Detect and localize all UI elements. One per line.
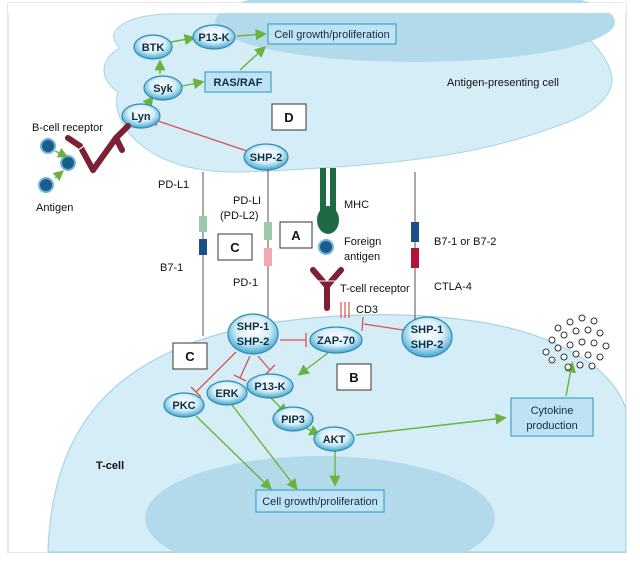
apc-label: Antigen-presenting cell — [447, 77, 559, 89]
svg-text:Lyn: Lyn — [131, 111, 150, 123]
b7-domain — [411, 222, 419, 242]
shp-right-node: SHP-1 SHP-2 — [401, 316, 453, 358]
svg-text:PIP3: PIP3 — [281, 414, 305, 426]
svg-text:ZAP-70: ZAP-70 — [317, 335, 355, 347]
svg-text:Syk: Syk — [153, 83, 173, 95]
svg-text:Cytokine: Cytokine — [531, 405, 574, 417]
svg-text:BTK: BTK — [142, 42, 165, 54]
bcell-receptor — [65, 123, 131, 173]
erk-node: ERK — [206, 380, 248, 406]
svg-text:SHP-2: SHP-2 — [411, 339, 443, 351]
svg-text:SHP-2: SHP-2 — [237, 336, 269, 348]
svg-text:D: D — [284, 110, 293, 125]
shp2-top-node: SHP-2 — [243, 143, 289, 171]
b71-label: B7-1 — [160, 262, 183, 274]
cd3-label: CD3 — [356, 304, 378, 316]
letter-d-box: D — [271, 103, 307, 131]
p13k-top-node: P13-K — [192, 24, 236, 50]
foreign-antigen-label-1: Foreign — [344, 236, 381, 248]
letter-c-upper-box: C — [217, 233, 253, 261]
tcr-label: T-cell receptor — [340, 283, 410, 295]
foreign-antigen-label-2: antigen — [344, 251, 380, 263]
b7-1-or-2-label: B7-1 or B7-2 — [434, 236, 496, 248]
svg-text:Cell growth/proliferation: Cell growth/proliferation — [262, 496, 378, 508]
svg-text:P13-K: P13-K — [198, 32, 229, 44]
cd3-marks — [340, 302, 350, 318]
tcell-inhibition-lines — [190, 316, 404, 398]
bcell-receptor-label: B-cell receptor — [32, 122, 103, 134]
pdl1-label: PD-L1 — [158, 179, 189, 191]
ctla4-domain — [411, 248, 419, 268]
pd1-domain — [264, 248, 272, 266]
tcell-receptor — [310, 267, 344, 311]
letter-c-lower-box: C — [172, 342, 208, 370]
pdl1-domain — [199, 216, 207, 232]
cytokine-particles — [542, 314, 610, 371]
svg-text:SHP-1: SHP-1 — [237, 321, 269, 333]
svg-text:Cell growth/proliferation: Cell growth/proliferation — [274, 29, 390, 41]
svg-text:B: B — [349, 370, 358, 385]
svg-text:C: C — [185, 349, 195, 364]
pd1-label: PD-1 — [233, 277, 258, 289]
svg-text:P13-K: P13-K — [254, 381, 285, 393]
b71-domain — [199, 239, 207, 255]
zap70-node: ZAP-70 — [309, 326, 363, 354]
pip3-node: PIP3 — [272, 406, 314, 432]
mhc-molecule — [317, 168, 339, 234]
p13k-node: P13-K — [246, 373, 294, 399]
rasraf-box: RAS/RAF — [204, 71, 272, 93]
svg-text:SHP-2: SHP-2 — [250, 152, 282, 164]
ctla4-label: CTLA-4 — [434, 281, 472, 293]
pdli-domain — [264, 222, 272, 240]
svg-text:ERK: ERK — [215, 388, 238, 400]
pdli-label-1: PD-LI — [233, 195, 261, 207]
svg-text:A: A — [291, 228, 301, 243]
mhc-label: MHC — [344, 199, 369, 211]
cytokine-production-box: Cytokine production — [510, 397, 594, 437]
svg-text:production: production — [526, 420, 577, 432]
svg-text:C: C — [230, 240, 240, 255]
btk-node: BTK — [133, 34, 173, 60]
svg-text:PKC: PKC — [172, 400, 195, 412]
svg-text:AKT: AKT — [323, 434, 346, 446]
pdli-label-2: (PD-L2) — [220, 210, 259, 222]
letter-b-box: B — [336, 363, 372, 391]
svg-text:RAS/RAF: RAS/RAF — [214, 77, 263, 89]
growth-box-top: Cell growth/proliferation — [267, 23, 397, 45]
foreign-antigen-particle — [318, 239, 334, 255]
lyn-node: Lyn — [121, 103, 161, 129]
antigen-label: Antigen — [36, 202, 73, 214]
syk-node: Syk — [143, 75, 183, 101]
svg-text:SHP-1: SHP-1 — [411, 324, 443, 336]
antigen-particles — [38, 138, 76, 193]
akt-node: AKT — [313, 426, 355, 452]
growth-box-bottom: Cell growth/proliferation — [255, 489, 385, 513]
pkc-node: PKC — [163, 392, 205, 418]
apc-nucleus — [215, 0, 615, 62]
shp-left-node: SHP-1 SHP-2 — [227, 313, 279, 355]
letter-a-box: A — [279, 221, 313, 249]
tcell-label: T-cell — [96, 460, 124, 472]
